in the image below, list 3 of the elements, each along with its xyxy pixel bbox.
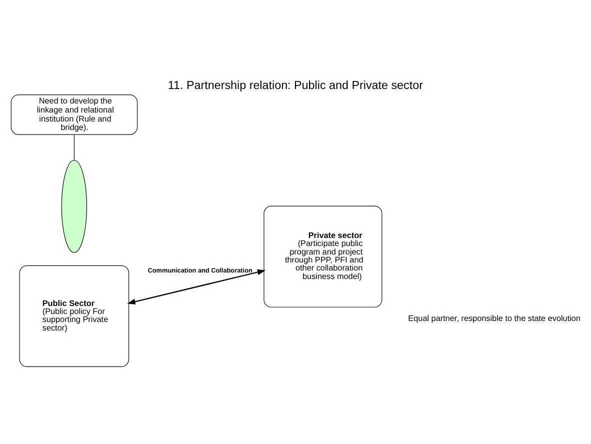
node-ellipse	[61, 160, 88, 253]
diagram-title: 11. Partnership relation: Public and Private sector	[168, 79, 423, 92]
arrow	[127, 269, 266, 304]
